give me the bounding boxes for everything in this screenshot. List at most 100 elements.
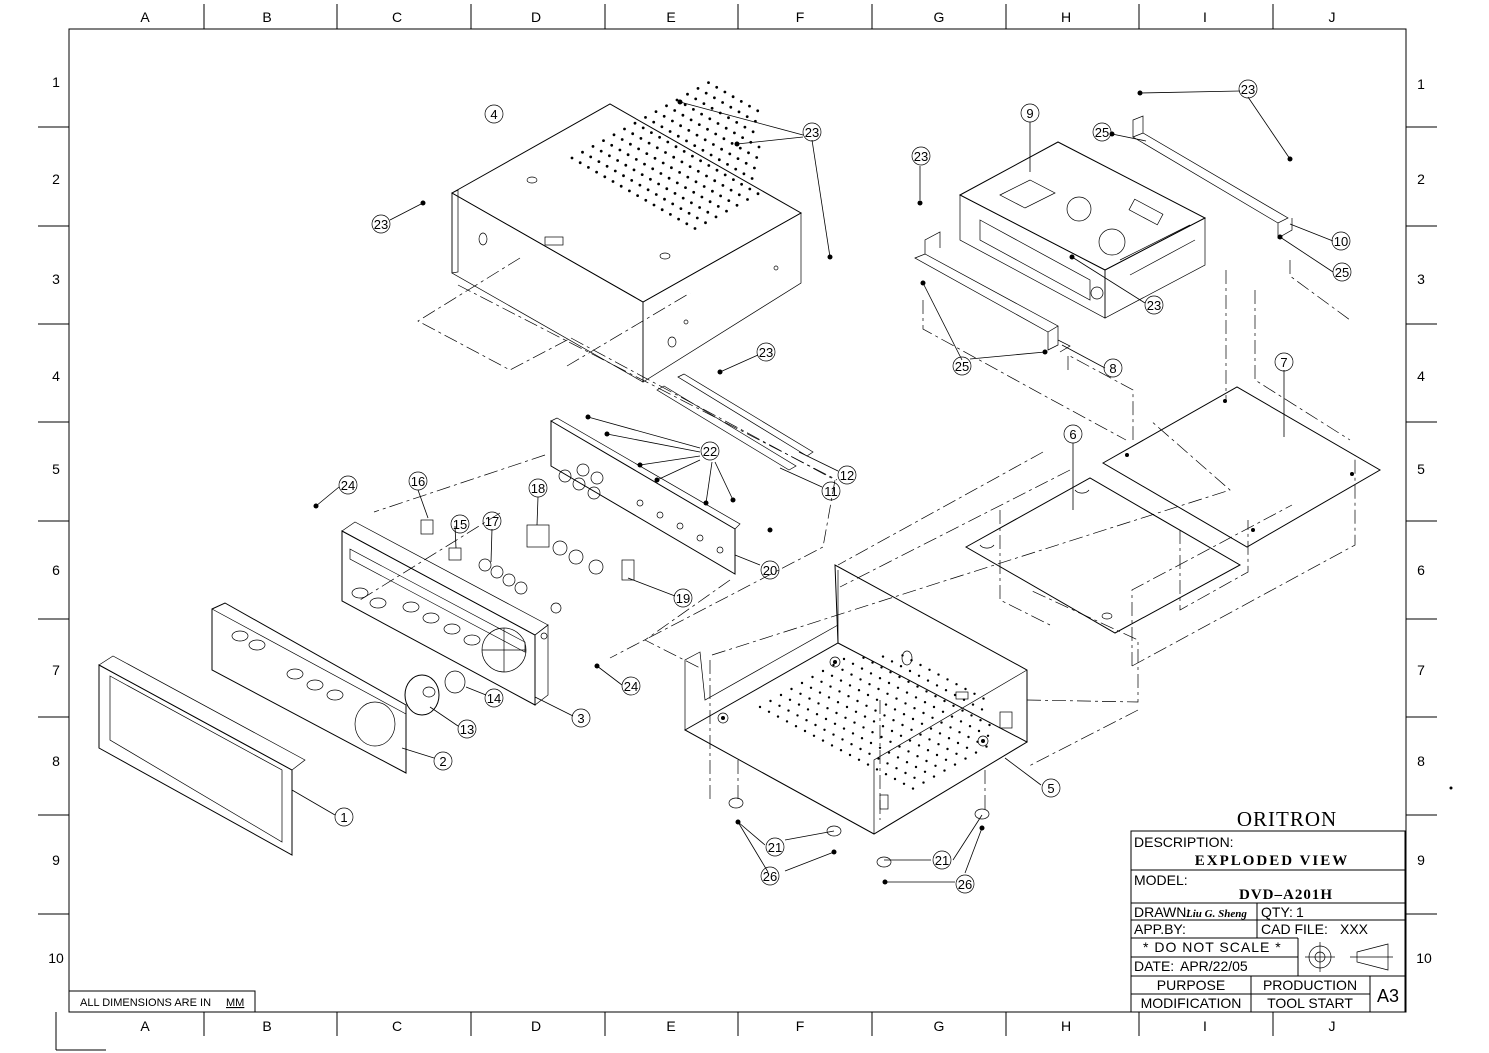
top-cover-part <box>450 81 803 383</box>
vent-hole <box>633 121 637 125</box>
vent-hole <box>665 104 668 108</box>
cad-file-label: CAD FILE: <box>1261 921 1328 937</box>
grid-column-label: D <box>531 1018 541 1034</box>
vent-hole <box>875 768 879 771</box>
loader-bracket-right-part <box>1132 115 1293 239</box>
vent-hole <box>690 201 693 205</box>
grid-row-label: 5 <box>52 461 60 477</box>
vent-hole <box>708 117 712 121</box>
svg-text:26: 26 <box>958 877 972 892</box>
vent-hole <box>854 710 858 713</box>
vent-hole <box>729 105 733 109</box>
grid-row-label: 3 <box>1417 271 1425 287</box>
vent-hole <box>669 213 672 216</box>
vent-hole <box>866 693 870 697</box>
grid-column-label: H <box>1061 9 1071 25</box>
vent-hole <box>727 116 730 120</box>
vent-hole <box>862 726 865 729</box>
vent-hole <box>767 710 771 713</box>
svg-text:12: 12 <box>840 468 854 483</box>
vent-hole <box>673 192 677 195</box>
scale-note: * DO NOT SCALE * <box>1143 939 1282 955</box>
title-block: ORITRON DESCRIPTION: EXPLODED VIEW MODEL… <box>1130 807 1406 1013</box>
vent-hole <box>677 217 680 221</box>
date-value: APR/22/05 <box>1180 958 1248 974</box>
vent-hole <box>753 166 756 170</box>
vent-hole <box>686 175 690 179</box>
vent-hole <box>938 732 942 735</box>
vent-hole <box>640 173 644 177</box>
svg-text:22: 22 <box>703 444 717 459</box>
vent-hole <box>964 687 967 691</box>
vent-hole <box>877 687 880 691</box>
vent-hole <box>707 81 710 84</box>
vent-hole <box>926 749 930 752</box>
vent-hole <box>835 711 838 715</box>
vent-hole <box>872 720 876 723</box>
vent-hole <box>928 738 931 741</box>
vent-hole <box>619 184 623 188</box>
vent-hole <box>591 145 595 148</box>
vent-hole <box>880 666 883 669</box>
grid-column-label: C <box>392 9 402 25</box>
vent-hole <box>932 775 936 778</box>
callout-4: 4 <box>484 104 504 124</box>
grid-row-label: 6 <box>1417 562 1425 578</box>
svg-text:2: 2 <box>439 754 446 769</box>
vent-hole <box>750 177 754 180</box>
vent-hole <box>818 691 822 694</box>
vent-hole <box>907 750 910 753</box>
vent-hole <box>653 156 657 160</box>
vent-hole <box>689 118 693 122</box>
vent-hole <box>838 690 841 693</box>
vent-hole <box>664 151 667 154</box>
grid-column-label: E <box>666 9 675 25</box>
grid-column-label: J <box>1329 1018 1336 1034</box>
vent-hole <box>744 161 748 165</box>
vent-hole <box>660 208 664 212</box>
vent-hole <box>790 687 793 691</box>
vent-hole <box>727 199 731 203</box>
vent-hole <box>917 674 921 677</box>
vent-hole <box>950 715 954 718</box>
vent-hole <box>799 692 802 695</box>
front-panel-part <box>341 521 549 706</box>
vent-hole <box>667 176 671 180</box>
vent-hole <box>824 717 828 721</box>
vent-hole <box>751 130 755 134</box>
callout-21: 21 <box>932 850 952 870</box>
vent-hole <box>688 165 692 169</box>
vent-hole <box>686 92 689 96</box>
vent-hole <box>830 674 834 677</box>
vent-hole <box>820 680 823 683</box>
vent-hole <box>842 657 846 661</box>
callout-13: 13 <box>457 719 477 739</box>
callout-24: 24 <box>621 676 641 696</box>
vent-hole <box>708 200 712 204</box>
vent-hole <box>949 726 952 729</box>
vent-hole <box>666 140 670 144</box>
grid-column-label: G <box>934 1018 945 1034</box>
vent-hole <box>916 685 919 688</box>
vent-hole <box>734 167 738 171</box>
vent-hole <box>622 174 625 178</box>
callout-18: 18 <box>528 478 548 498</box>
vent-hole <box>731 95 735 99</box>
vent-hole <box>654 110 658 113</box>
vent-hole <box>660 125 664 129</box>
chassis-part <box>683 564 1029 835</box>
vent-hole <box>797 703 801 706</box>
vent-hole <box>913 776 916 779</box>
vent-hole <box>608 154 611 158</box>
leader-lines <box>291 90 1334 883</box>
vent-hole <box>946 678 949 681</box>
vent-hole <box>675 181 679 185</box>
vent-hole <box>779 693 783 697</box>
svg-text:5: 5 <box>1047 781 1054 796</box>
vent-hole <box>602 139 605 143</box>
vent-hole <box>935 684 939 687</box>
vent-hole <box>884 773 888 776</box>
grid-column-label: A <box>140 1018 150 1034</box>
vent-hole <box>893 708 897 711</box>
